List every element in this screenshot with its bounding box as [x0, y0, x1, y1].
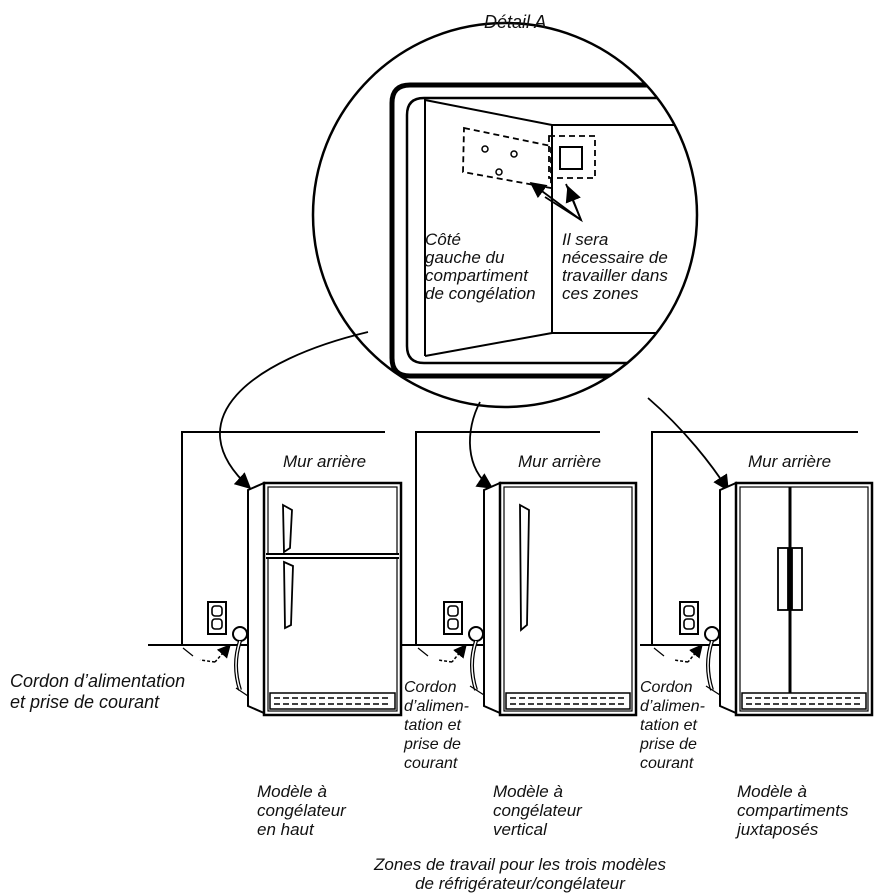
cord-leader-lines — [182, 647, 721, 697]
left-side-label: Côté gauche du compartiment de congélati… — [425, 230, 536, 303]
outlet-2 — [437, 601, 484, 691]
work-zones-label: Il sera nécessaire de travailler dans ce… — [562, 230, 668, 303]
outlet-1 — [199, 601, 248, 691]
fridge-top-freezer — [247, 481, 403, 717]
figure-caption: Zones de travail pour les trois modèles … — [374, 855, 666, 893]
back-walls — [148, 431, 858, 646]
detail-a-title: Détail A — [484, 12, 547, 32]
wall-label-1: Mur arrière — [283, 452, 367, 471]
fridge-upright-freezer — [483, 481, 638, 717]
wall-label-3: Mur arrière — [748, 452, 832, 471]
outlet-3 — [673, 601, 720, 691]
cord-label-3: Cordon d’alimen- tation et prise de cour… — [640, 679, 705, 772]
model-label-upright-freezer: Modèle à congélateur vertical — [493, 782, 582, 839]
model-label-side-by-side: Modèle à compartiments juxtaposés — [737, 782, 849, 839]
model-label-top-freezer: Modèle à congélateur en haut — [257, 782, 346, 839]
fridge-side-by-side — [719, 481, 874, 717]
connector-lines — [219, 331, 729, 492]
wall-label-2: Mur arrière — [518, 452, 602, 471]
cord-label-1: Cordon d’alimentation et prise de couran… — [10, 671, 186, 712]
detail-a-magnifier — [311, 21, 699, 409]
cord-label-2: Cordon d’alimen- tation et prise de cour… — [404, 679, 469, 772]
